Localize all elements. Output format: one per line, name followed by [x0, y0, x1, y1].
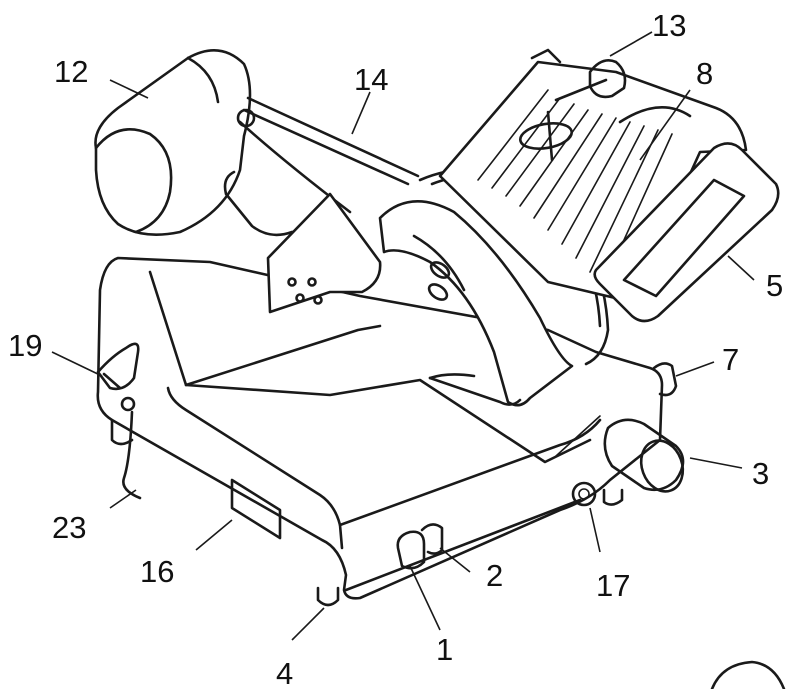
label-7: 7	[722, 342, 739, 377]
base-body	[96, 256, 664, 600]
foot-rear-right	[602, 488, 624, 506]
label-4: 4	[276, 656, 293, 689]
label-19: 19	[8, 328, 42, 363]
label-13: 13	[652, 8, 686, 43]
label-1: 1	[436, 632, 453, 667]
reference-numerals: 1 2 3 4 5 7 8 12 13 14 16 17 19 23	[8, 8, 783, 689]
label-17: 17	[596, 568, 630, 603]
label-8: 8	[696, 56, 713, 91]
carriage-knob	[652, 362, 678, 397]
cropped-figure-fragment	[710, 660, 786, 689]
label-23: 23	[52, 510, 86, 545]
label-16: 16	[140, 554, 174, 589]
foot-front	[316, 586, 340, 607]
label-3: 3	[752, 456, 769, 491]
label-5: 5	[766, 268, 783, 303]
side-control-knob	[96, 342, 140, 412]
blade-guard	[378, 200, 574, 407]
display-panel	[230, 478, 282, 540]
label-12: 12	[54, 54, 88, 89]
leader-lines	[51, 31, 755, 641]
label-14: 14	[354, 62, 388, 97]
thickness-knob	[603, 418, 685, 493]
power-cord	[122, 410, 142, 500]
label-2: 2	[486, 558, 503, 593]
switch-2	[420, 523, 444, 555]
indicator-light	[571, 481, 597, 507]
pusher-handle	[519, 59, 627, 162]
carriage-handle	[593, 142, 780, 323]
deflector-plate	[266, 192, 382, 314]
motor-housing	[94, 48, 256, 236]
